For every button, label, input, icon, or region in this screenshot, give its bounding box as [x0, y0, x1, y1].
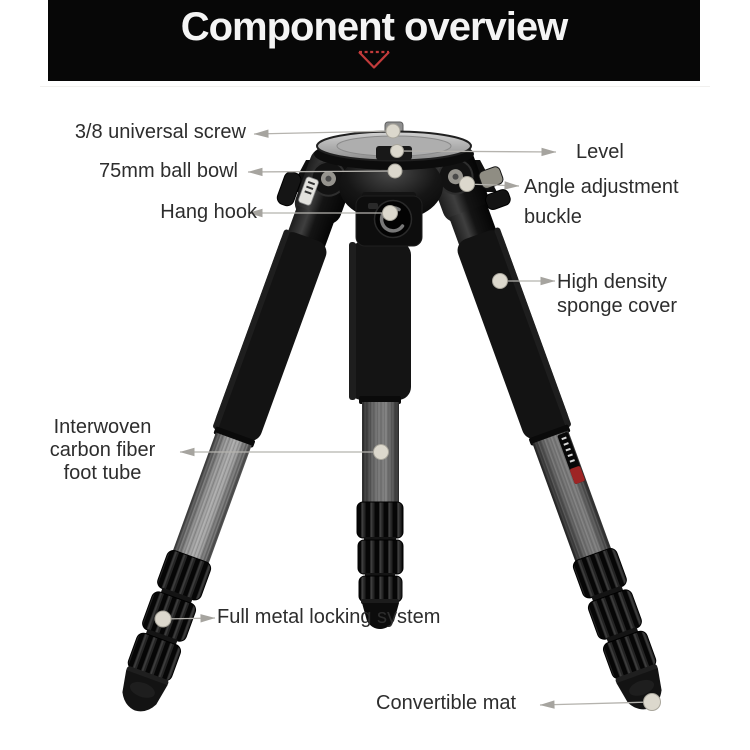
dot-level — [390, 144, 404, 158]
center-foam-grip — [349, 242, 411, 400]
label-convertible-mat: Convertible mat — [376, 692, 517, 714]
left-leg — [122, 148, 357, 712]
page-title: Component overview — [180, 5, 569, 49]
dot-angle-buckle — [459, 176, 475, 192]
dot-foot-tube — [373, 444, 389, 460]
left-carbon-tube — [172, 432, 252, 564]
banner-underline — [40, 86, 710, 87]
arrow-locking-system — [162, 614, 216, 623]
right-carbon-tube — [532, 430, 612, 562]
arrow-angle-buckle — [466, 181, 520, 190]
arrow-level — [396, 147, 557, 157]
label-angle-buckle: Angle adjustment buckle — [524, 176, 679, 228]
label-hang-hook: Hang hook — [160, 201, 257, 223]
arrow-universal-screw — [253, 129, 394, 138]
label-foot-tube: Interwoven carbon fiber foot tube — [49, 416, 156, 484]
dot-sponge-cover — [492, 273, 508, 289]
dot-universal-screw — [385, 123, 401, 139]
center-lock-rings — [356, 501, 404, 603]
label-universal-screw: 3/8 universal screw — [74, 121, 246, 143]
left-angle-buckle — [276, 171, 302, 207]
left-foot — [122, 666, 169, 712]
label-sponge-cover: High density sponge cover — [557, 271, 678, 317]
down-triangle-icon — [358, 50, 390, 69]
arrow-ball-bowl — [247, 167, 396, 177]
dot-locking-system — [154, 610, 172, 628]
dot-convertible-mat — [643, 693, 661, 711]
arrow-convertible-mat — [539, 700, 653, 709]
label-level: Level — [576, 141, 624, 163]
right-foam-grip — [457, 230, 569, 439]
left-foam-grip — [215, 232, 327, 441]
dot-ball-bowl — [387, 163, 403, 179]
label-locking-system: Full metal locking system — [217, 606, 441, 628]
header-banner: Component overview — [48, 0, 700, 81]
dot-hang-hook — [382, 205, 398, 221]
hang-hook-assembly — [355, 192, 423, 247]
right-angle-buckle — [478, 166, 504, 189]
right-leg — [427, 146, 662, 710]
center-foot-cap — [361, 599, 399, 629]
right-lock-rings — [572, 548, 657, 680]
label-ball-bowl: 75mm ball bowl — [99, 160, 238, 182]
brand-sticker — [557, 432, 585, 484]
